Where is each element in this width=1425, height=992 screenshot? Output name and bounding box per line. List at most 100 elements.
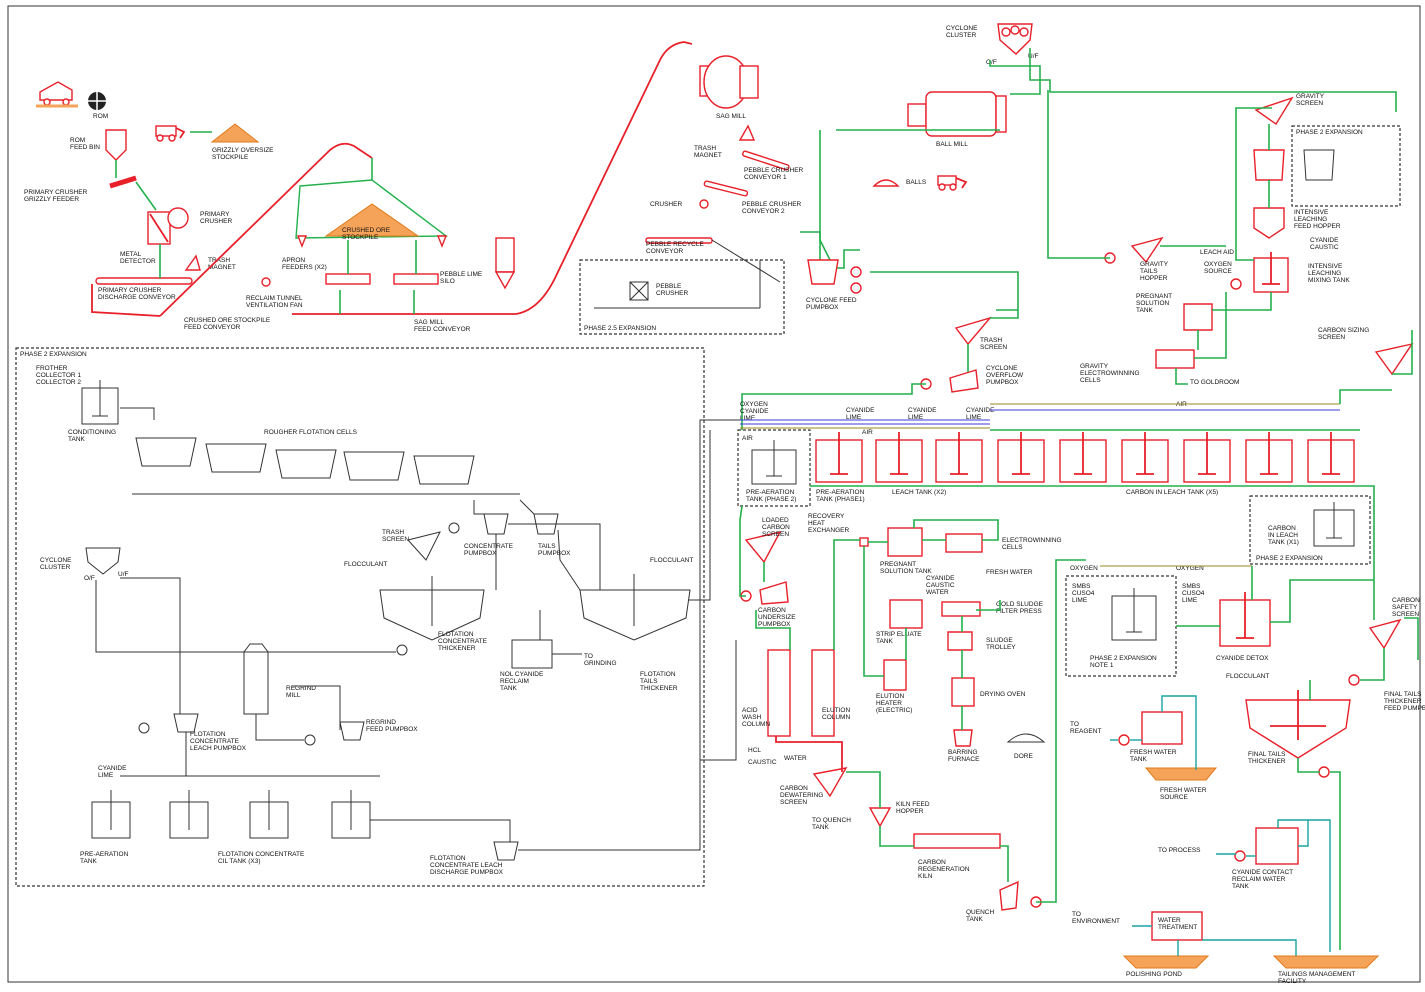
air-label-2: AIR — [862, 429, 873, 436]
phase2-flot-label: PHASE 2 EXPANSION — [20, 351, 87, 358]
gravity-concentrator-phase2 — [1303, 149, 1335, 181]
sag-mill-label: SAG MILL — [716, 113, 746, 120]
trash-screen-flot — [407, 531, 441, 561]
flocculant-a-label: FLOCCULANT — [344, 561, 387, 568]
regrind-mill — [243, 643, 269, 715]
pebble-conveyor-1 — [742, 150, 790, 171]
cyanide-contact-tank — [1255, 827, 1299, 865]
pre-aeration-phase2-box — [737, 429, 811, 507]
to-process-label: TO PROCESS — [1158, 847, 1201, 854]
dore-bars — [1006, 733, 1046, 743]
phase2-flotation-box — [15, 347, 705, 887]
polishing-pond — [1122, 955, 1210, 969]
carbon-dewatering-screen — [812, 767, 848, 798]
dore-label: DORE — [1014, 753, 1033, 760]
tailings-facility — [1272, 955, 1380, 969]
heat-exchanger — [859, 537, 869, 547]
fresh-water-tank — [1141, 711, 1183, 745]
tank-row — [815, 432, 1355, 483]
primary-discharge-conveyor — [95, 277, 193, 285]
uf-flot-label: U/F — [118, 571, 129, 578]
elution-heater — [883, 659, 907, 691]
phase2-exp-cil-label: PHASE 2 EXPANSION — [1256, 555, 1323, 562]
oxygen-b-label: OXYGEN — [1176, 565, 1204, 572]
carbon-underflow-pumpbox — [759, 581, 789, 605]
gold-sludge-filter-press — [941, 601, 981, 617]
quench-tank — [999, 880, 1019, 911]
of-label: O/F — [986, 59, 997, 66]
pregnant-solution-tank — [887, 527, 923, 557]
crusher-label: CRUSHER — [650, 201, 682, 208]
strip-eluate-tank — [889, 599, 923, 629]
nol-cyanide-tank — [511, 639, 553, 669]
concentrate-pumpbox — [483, 513, 509, 535]
flot-leach-tanks — [91, 790, 371, 839]
electrowinning-cells — [945, 533, 983, 553]
regrind-feed-pumpbox — [339, 721, 365, 741]
drying-oven — [951, 677, 975, 707]
fresh-water-source — [1144, 767, 1218, 781]
oxygen-a-label: OXYGEN — [1070, 565, 1098, 572]
reclaim-fan — [261, 277, 271, 287]
uf-label: U/F — [1028, 53, 1039, 60]
water-label: WATER — [784, 755, 807, 762]
flot-conc-leach-discharge-pumpbox — [493, 841, 519, 861]
flocculant-r-label: FLOCCULANT — [1226, 673, 1269, 680]
cyclone-cluster-flot — [85, 547, 121, 575]
rock-breaker-icon — [88, 92, 106, 110]
drying-oven-label: DRYING OVEN — [980, 691, 1026, 698]
ball-mill-label: BALL MILL — [936, 141, 968, 148]
caustic-label: CAUSTIC — [748, 759, 777, 766]
fresh-water-small-label: FRESH WATER — [986, 569, 1033, 576]
primary-crusher — [147, 207, 189, 245]
